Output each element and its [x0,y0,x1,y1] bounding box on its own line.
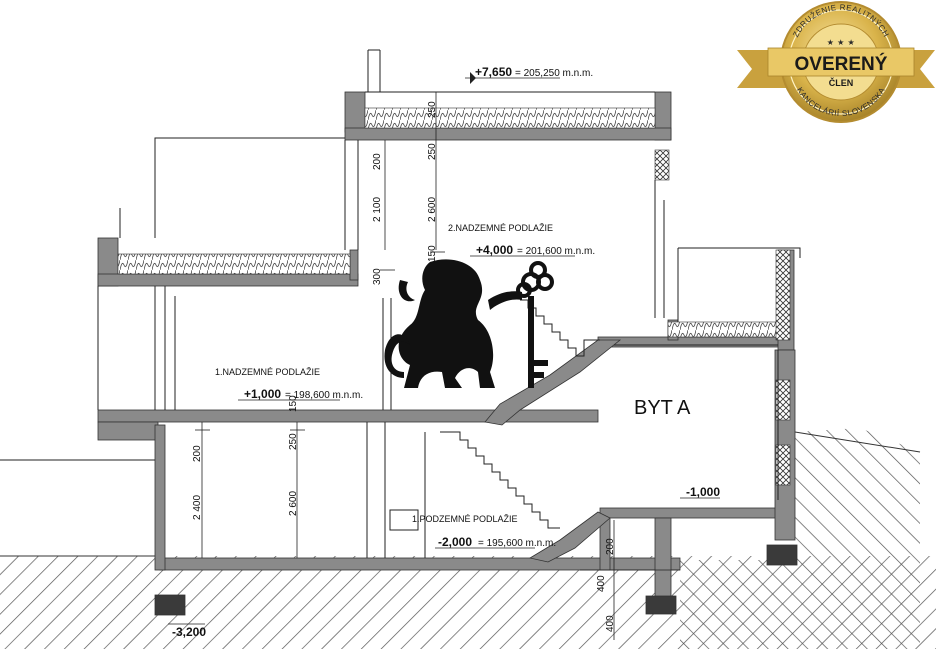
level-footing-value: -3,200 [172,625,206,639]
dim-2600-bottom: 2 600 [288,491,299,516]
dim-250-mid: 250 [288,433,299,450]
floor-label-basement: 1.PODZEMNÉ PODLAŽIE [412,514,518,524]
dim-150-a: 150 [427,245,438,262]
level-mid-value: -1,000 [686,485,720,499]
dim-200-top: 200 [372,153,383,170]
level-marker-footing: -3,200 [168,623,206,639]
insulation-layers [117,107,791,486]
dim-150-b: 150 [288,395,299,412]
badge-main-text: OVERENÝ [795,53,888,75]
level-second-note: = 201,600 m.n.m. [517,246,595,257]
badge-sub-text: ČLEN [829,77,854,88]
level-roof-note: = 205,250 m.n.m. [515,68,593,79]
floor-label-second: 2.NADZEMNÉ PODLAŽIE [448,223,553,233]
level-roof-value: +7,650 [475,65,512,79]
dim-250-roof: 250 [427,101,438,118]
verified-member-badge: ZDRUŽENIE REALITNÝCH ★ ★ ★ OVERENÝ ČLEN … [737,1,935,123]
level-marker-mid: -1,000 [680,485,720,499]
dim-250-top: 250 [427,143,438,160]
level-marker-basement: -2,000 = 195,600 m.n.m. [435,535,556,549]
level-second-value: +4,000 [476,243,513,257]
level-basement-value: -2,000 [438,535,472,549]
dim-400-a: 400 [596,575,607,592]
level-basement-note: = 195,600 m.n.m. [478,538,556,549]
level-marker-roof: +7,650 = 205,250 m.n.m. [465,65,593,84]
dimension-values: 200 250 2 100 2 600 150 300 150 200 250 … [192,101,616,632]
dim-300: 300 [372,268,383,285]
level-marker-first: +1,000 = 198,600 m.n.m. [238,387,363,401]
dim-2400: 2 400 [192,495,203,520]
dim-200-mid: 200 [192,445,203,462]
unit-label: BYT A [634,397,691,419]
staircase [440,299,622,563]
level-first-value: +1,000 [244,387,281,401]
dim-400-b: 400 [605,615,616,632]
dim-200-right: 200 [605,538,616,555]
level-first-note: = 198,600 m.n.m. [285,390,363,401]
dim-2100: 2 100 [372,197,383,222]
outline-walls [0,49,801,558]
dim-2600-top: 2 600 [427,197,438,222]
badge-stars: ★ ★ ★ [827,38,855,47]
level-marker-second: +4,000 = 201,600 m.n.m. [470,243,595,257]
lion-key-watermark-icon [384,259,554,388]
dimension-lines [195,92,680,640]
floor-label-first: 1.NADZEMNÉ PODLAŽIE [215,367,320,377]
